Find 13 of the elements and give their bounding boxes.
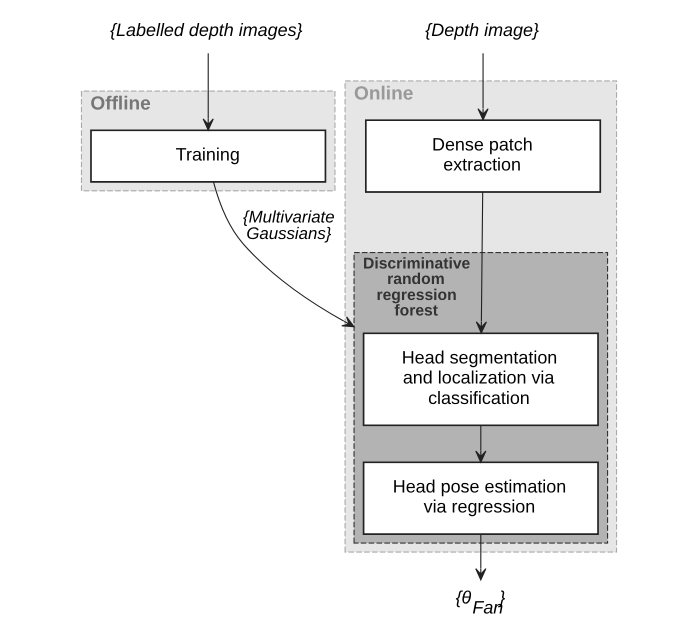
edge-label: {Multivariate Gaussians} (242, 207, 335, 244)
arrow (202, 53, 214, 131)
node-box: Head pose estimation via regression (362, 461, 599, 535)
node-box: Dense patch extraction (364, 119, 602, 193)
node-box: Training (90, 129, 326, 183)
arrow (475, 534, 486, 580)
arrow (476, 192, 487, 334)
node-box: Head segmentation and localization via classification (362, 332, 599, 426)
node-text: {Labelled depth images} (110, 20, 303, 40)
arrow (212, 182, 355, 328)
node-text: {Depth image} (425, 20, 539, 40)
arrow (477, 53, 489, 120)
arrow (475, 426, 486, 463)
